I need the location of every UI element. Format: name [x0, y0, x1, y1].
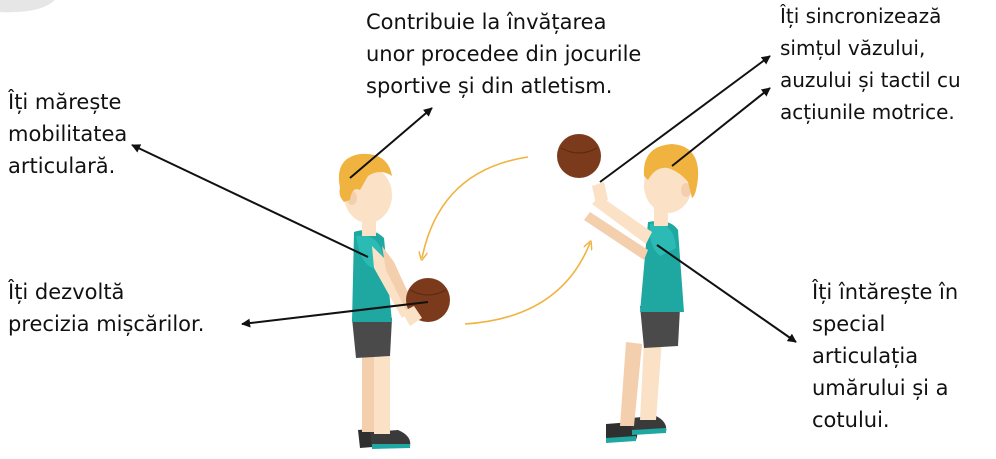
left-child-arm: [372, 246, 410, 318]
label-strength-line-2: special: [812, 312, 886, 336]
arrow-senses-2: [671, 87, 771, 167]
label-senses-line-2: simțul văzului,: [780, 36, 926, 60]
left-child-hands: [402, 306, 422, 326]
arrow-precision: [241, 301, 429, 328]
right-child-arm-front: [592, 196, 652, 244]
left-child-leg-back: [362, 352, 376, 432]
label-learning-line-2: unor procedee din jocurile: [366, 42, 642, 66]
label-precision-line-2: precizia mișcărilor.: [8, 312, 205, 336]
right-child-hair: [643, 144, 699, 198]
label-senses-line-4: acțiunile motrice.: [780, 100, 955, 124]
label-senses-line-1: Îți sincronizează: [780, 4, 942, 28]
right-child-shorts: [640, 306, 680, 348]
arrow-mobility: [131, 144, 369, 258]
left-child-shoe-front: [370, 430, 411, 448]
label-precision-line-1: Îți dezvoltă: [8, 280, 125, 304]
label-strength-line-4: umărului și a: [812, 376, 949, 400]
right-child-hands: [592, 182, 608, 204]
label-precision: Îți dezvoltă precizia mișcărilor.: [8, 276, 204, 340]
left-child-shorts: [352, 318, 392, 358]
motion-arc-right: [464, 243, 590, 325]
right-child: [584, 144, 699, 443]
label-strength-line-1: Îți întărește în: [812, 280, 959, 304]
ball-upper: [557, 134, 601, 178]
right-child-leg-back: [620, 342, 642, 426]
label-learning: Contribuie la învățarea unor procedee di…: [366, 6, 641, 102]
label-senses: Îți sincronizează simțul văzului, auzulu…: [780, 0, 961, 128]
label-learning-line-3: sportive și din atletism.: [366, 74, 613, 98]
label-mobility-line-3: articulară.: [8, 154, 116, 178]
label-strength-line-5: cotului.: [812, 408, 890, 432]
motion-arc-left: [422, 156, 529, 258]
arrow-senses-1: [599, 55, 771, 183]
left-child-hair: [338, 153, 392, 202]
right-child-leg-front: [640, 340, 662, 420]
label-learning-line-1: Contribuie la învățarea: [366, 10, 607, 34]
label-mobility: Îți mărește mobilitatea articulară.: [8, 86, 127, 182]
label-strength: Îți întărește în special articulația umă…: [812, 276, 958, 436]
label-senses-line-3: auzului și tactil cu: [780, 68, 961, 92]
arrow-learning: [349, 107, 433, 179]
right-child-arm-back: [584, 212, 648, 260]
label-mobility-line-2: mobilitatea: [8, 122, 128, 146]
label-mobility-line-1: Îți mărește: [8, 90, 122, 114]
label-strength-line-3: articulația: [812, 344, 919, 368]
left-child-leg-front: [374, 352, 390, 434]
corner-fragment: [0, 0, 55, 13]
left-child: [338, 153, 416, 449]
arrow-strength: [656, 244, 797, 343]
